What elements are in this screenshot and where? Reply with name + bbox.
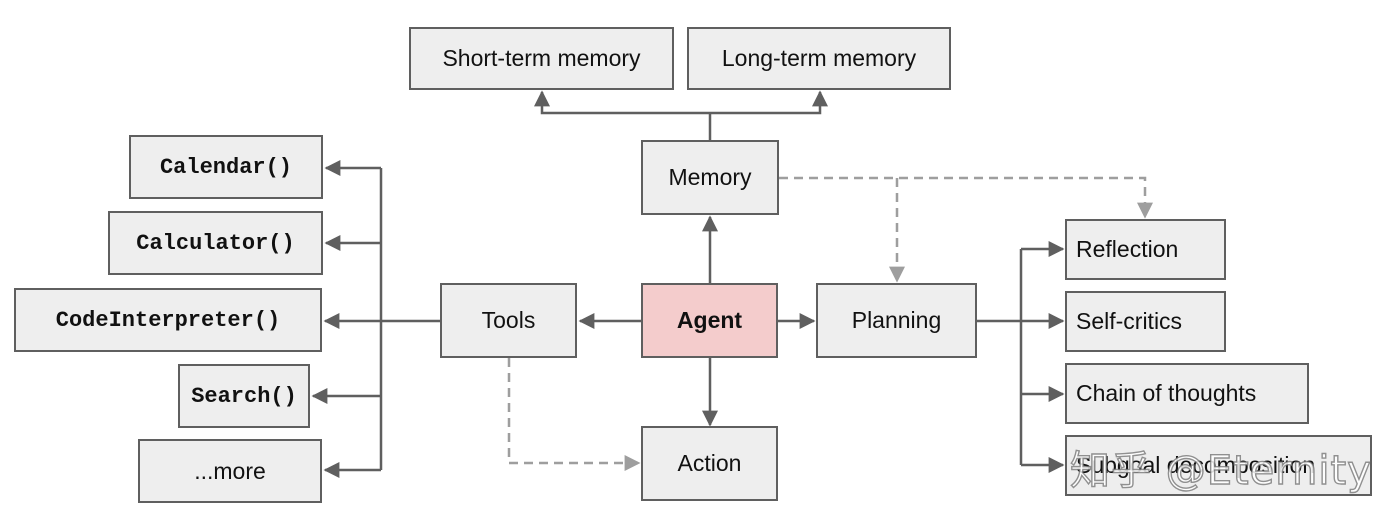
edge-memory-to-short-term [534,90,710,115]
watermark: 知乎 @Eternity [1069,447,1372,494]
planning-node: Planning [816,283,977,358]
edge-dashed-tools-to-action [507,358,641,471]
long-term-memory-node: Long-term memory [687,27,951,90]
edge-memory-to-long-term [710,90,828,115]
calculator-tool-node: Calculator() [108,211,323,275]
code-interpreter-tool-node: CodeInterpreter() [14,288,322,352]
edge-dashed-memory-to-reflection [779,176,1153,219]
more-tools-node: ...more [138,439,322,503]
agent-node: Agent [641,283,778,358]
calendar-tool-node: Calendar() [129,135,323,199]
chain-of-thoughts-node: Chain of thoughts [1065,363,1309,424]
reflection-node: Reflection [1065,219,1226,280]
short-term-memory-node: Short-term memory [409,27,674,90]
search-tool-node: Search() [178,364,310,428]
tools-node: Tools [440,283,577,358]
memory-node: Memory [641,140,779,215]
subgoal-decomposition-node: Subgoal decomposition [1065,435,1372,496]
action-node: Action [641,426,778,501]
self-critics-node: Self-critics [1065,291,1226,352]
